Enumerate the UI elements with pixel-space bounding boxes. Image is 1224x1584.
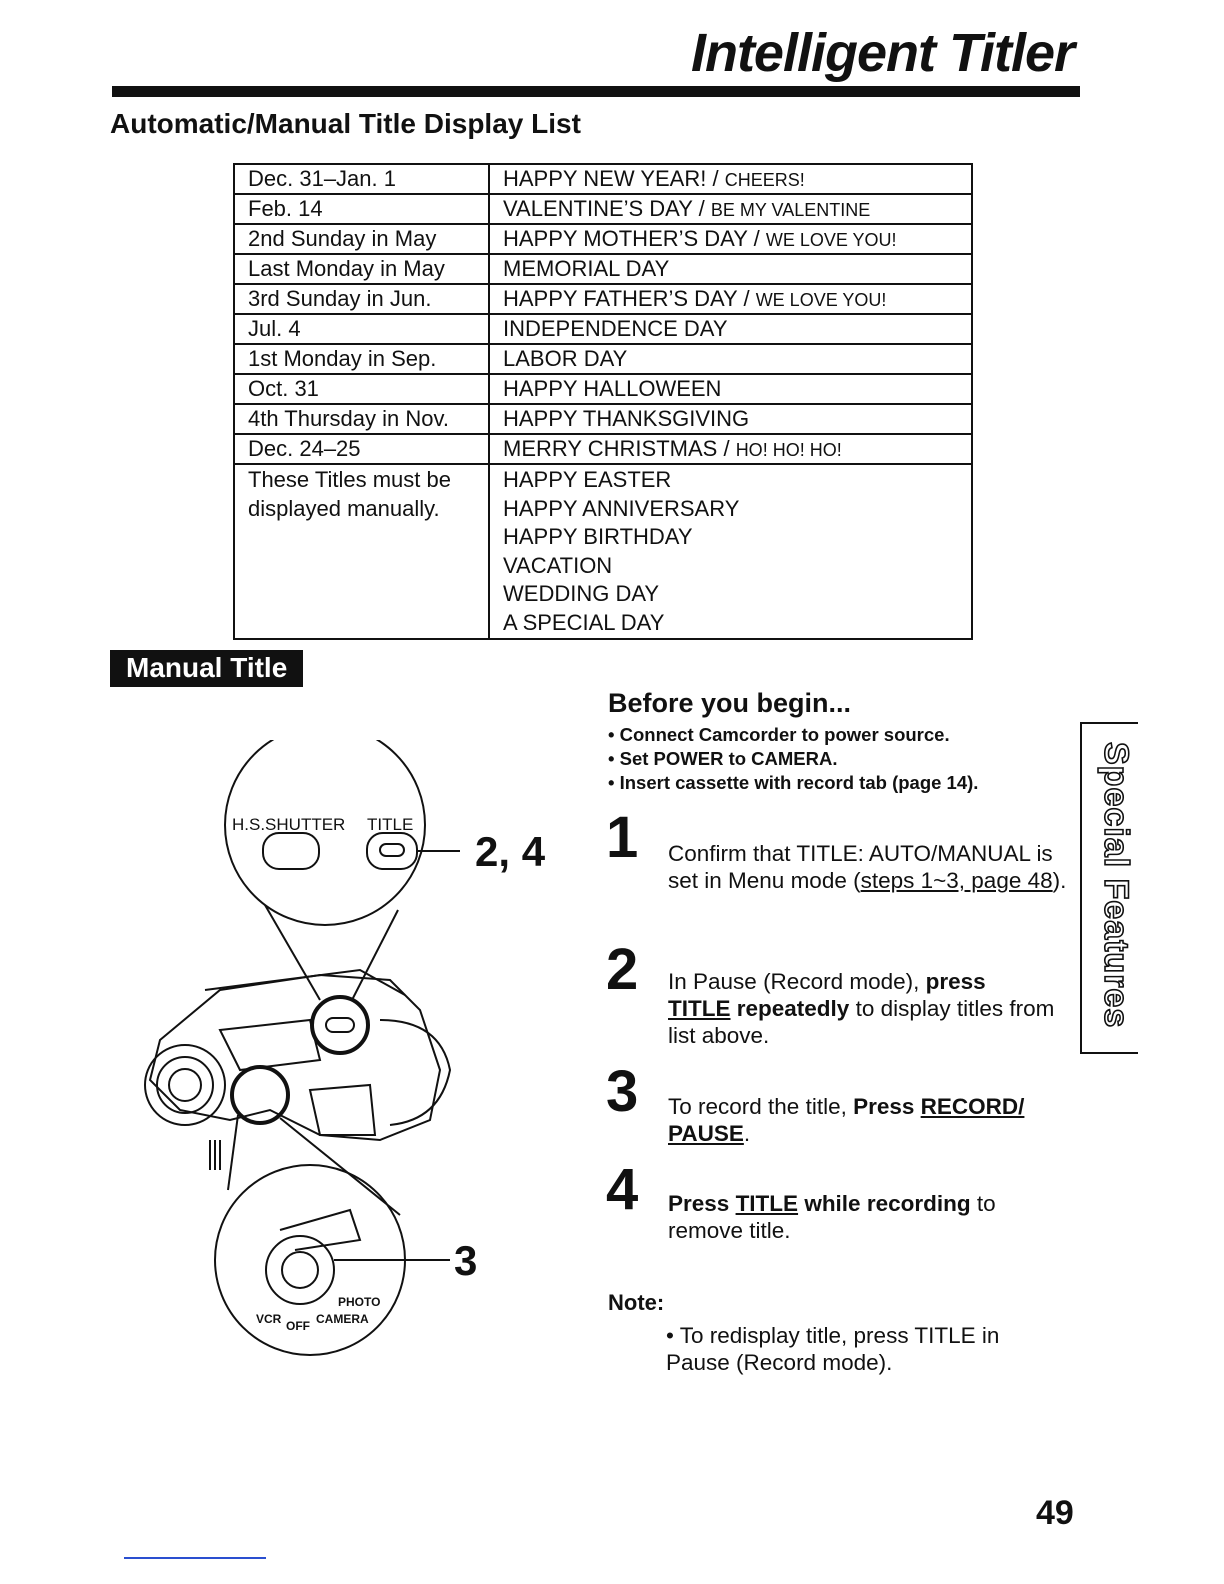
manual-title-item: HAPPY BIRTHDAY <box>503 524 693 550</box>
date-cell: 4th Thursday in Nov. <box>233 403 490 435</box>
manual-title-item: HAPPY EASTER <box>503 467 672 492</box>
title-button-ref: TITLE <box>735 1191 799 1216</box>
title-cell: HAPPY FATHER’S DAY / WE LOVE YOU! <box>488 283 973 315</box>
note-label: Note: <box>608 1290 665 1315</box>
title-cell: MERRY CHRISTMAS / HO! HO! HO! <box>488 433 973 465</box>
manual-title-item: VACATION <box>503 552 613 578</box>
title-button-label: TITLE <box>367 815 413 834</box>
date-cell: Oct. 31 <box>233 373 490 405</box>
date-cell: Jul. 4 <box>233 313 490 345</box>
prerequisite-item: • Connect Camcorder to power source. <box>608 724 950 745</box>
step-4-text: Press TITLE while recording to remove ti… <box>668 1191 996 1243</box>
record-pause-ref: RECORD/ PAUSE <box>668 1094 1025 1146</box>
side-tab-label: Special Features <box>1096 741 1136 1029</box>
title-cell: HAPPY MOTHER’S DAY / WE LOVE YOU! <box>488 223 973 255</box>
manual-title-item: A SPECIAL DAY <box>503 609 665 635</box>
step-number: 3 <box>606 1059 639 1124</box>
footer-rule <box>124 1557 266 1559</box>
manual-title-item: HAPPY ANNIVERSARY <box>503 495 740 521</box>
table-row: 3rd Sunday in Jun.HAPPY FATHER’S DAY / W… <box>233 283 973 315</box>
date-cell: 1st Monday in Sep. <box>233 343 490 375</box>
table-row: 1st Monday in Sep.LABOR DAY <box>233 343 973 375</box>
step-number: 1 <box>606 805 639 870</box>
prerequisite-item: • Insert cassette with record tab (page … <box>608 772 979 793</box>
page-number: 49 <box>1036 1494 1074 1532</box>
page-title: Intelligent Titler <box>690 23 1075 83</box>
title-cell: HAPPY NEW YEAR! / CHEERS! <box>488 163 973 195</box>
callout-step-3: 3 <box>454 1237 477 1284</box>
title-cell: VALENTINE’S DAY / BE MY VALENTINE <box>488 193 973 225</box>
dial-photo-label: PHOTO <box>338 1295 380 1309</box>
step-3-text: To record the title, Press RECORD/ PAUSE… <box>668 1094 1025 1146</box>
steps-page-48-link[interactable]: steps 1~3, page 48 <box>860 868 1053 893</box>
title-rule <box>112 86 1080 97</box>
title-cell: INDEPENDENCE DAY <box>488 313 973 345</box>
callout-steps-2-4: 2, 4 <box>475 828 546 875</box>
date-cell: Dec. 31–Jan. 1 <box>233 163 490 195</box>
hs-shutter-label: H.S.SHUTTER <box>232 815 345 834</box>
camcorder-illustration: H.S.SHUTTER TITLE 2, 4 3 PHOTO VCR OFF C… <box>144 740 546 1356</box>
manual-titles-cell: HAPPY EASTER HAPPY ANNIVERSARY HAPPY BIRTH… <box>488 463 973 640</box>
manual-title-item: WEDDING DAY <box>503 581 660 607</box>
dial-vcr-label: VCR <box>256 1312 282 1326</box>
step-number: 4 <box>606 1157 639 1222</box>
title-cell: MEMORIAL DAY <box>488 253 973 285</box>
dial-camera-label: CAMERA <box>316 1312 369 1326</box>
note-text: • To redisplay title, press TITLE in Pau… <box>666 1323 1000 1375</box>
manual-title-badge: Manual Title <box>110 650 304 687</box>
dial-off-label: OFF <box>286 1319 310 1333</box>
table-row: 4th Thursday in Nov.HAPPY THANKSGIVING <box>233 403 973 435</box>
prerequisite-item: • Set POWER to CAMERA. <box>608 748 838 769</box>
section-heading: Automatic/Manual Title Display List <box>110 108 581 139</box>
date-cell: 2nd Sunday in May <box>233 223 490 255</box>
date-cell: Last Monday in May <box>233 253 490 285</box>
title-cell: HAPPY THANKSGIVING <box>488 403 973 435</box>
title-cell: HAPPY HALLOWEEN <box>488 373 973 405</box>
before-you-begin-heading: Before you begin... <box>608 688 852 718</box>
step-1-text: Confirm that TITLE: AUTO/MANUAL is set i… <box>668 841 1067 893</box>
title-button-ref: TITLE <box>668 996 731 1021</box>
date-cell: Feb. 14 <box>233 193 490 225</box>
button-closeup-circle <box>224 740 426 926</box>
step-number: 2 <box>606 937 639 1002</box>
date-cell: Dec. 24–25 <box>233 433 490 465</box>
section-side-tab: Special Features <box>1080 722 1138 1054</box>
date-cell: 3rd Sunday in Jun. <box>233 283 490 315</box>
title-cell: LABOR DAY <box>488 343 973 375</box>
